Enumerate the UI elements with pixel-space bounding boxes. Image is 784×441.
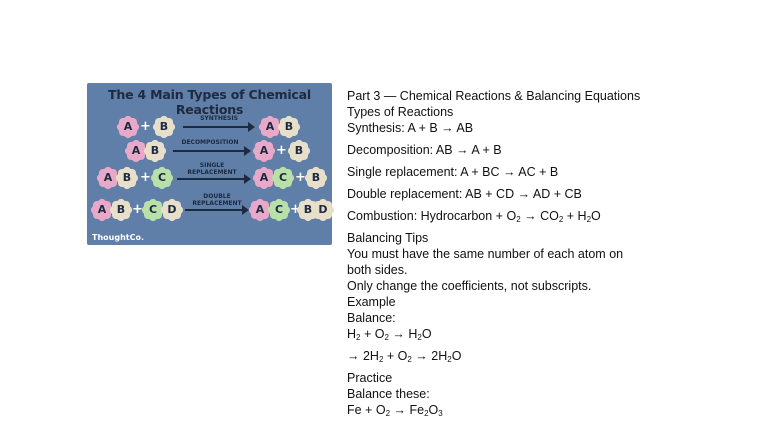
arrow-icon xyxy=(183,122,255,132)
decomposition-row: A B DECOMPOSITION A + B xyxy=(87,137,332,165)
synthesis-line: Synthesis: A + B → AB xyxy=(347,121,474,135)
synthesis-label: SYNTHESIS xyxy=(200,115,238,122)
single-replacement-label: SINGLE REPLACEMENT xyxy=(187,162,237,176)
combustion-line: Combustion: Hydrocarbon + O2 → CO2 + H2O xyxy=(347,209,601,224)
arrow-icon xyxy=(173,146,251,156)
tip-coefficients: Only change the coefficients, not subscr… xyxy=(347,279,592,293)
balance-label: Balance: xyxy=(347,311,396,325)
illustration-title: The 4 Main Types of Chemical Reactions xyxy=(108,87,311,117)
section-heading: Part 3 — Chemical Reactions & Balancing … xyxy=(347,89,641,103)
synthesis-row: A + B SYNTHESIS A B xyxy=(87,113,332,141)
example-equation: H2 + O2 → H2O xyxy=(347,327,432,342)
single-replacement-row: A B + C SINGLE REPLACEMENT A C + B xyxy=(87,162,332,192)
double-replacement-label: DOUBLE REPLACEMENT xyxy=(192,193,242,207)
arrow-icon xyxy=(177,174,251,184)
example-heading: Example xyxy=(347,295,396,309)
tips-heading: Balancing Tips xyxy=(347,231,429,245)
single-replacement-line: Single replacement: A + BC → AC + B xyxy=(347,165,559,179)
balance-these-label: Balance these: xyxy=(347,387,430,401)
decomposition-label: DECOMPOSITION xyxy=(181,139,239,146)
arrow-icon xyxy=(185,205,249,215)
double-replacement-line: Double replacement: AB + CD → AD + CB xyxy=(347,187,582,201)
practice-heading: Practice xyxy=(347,371,393,385)
decomposition-line: Decomposition: AB → A + B xyxy=(347,143,502,157)
tip-same-atoms: You must have the same number of each at… xyxy=(347,247,624,277)
notes-column: Part 3 — Chemical Reactions & Balancing … xyxy=(347,88,647,418)
reaction-types-illustration: The 4 Main Types of Chemical Reactions A… xyxy=(87,83,336,245)
types-heading: Types of Reactions xyxy=(347,105,454,119)
practice-equation: Fe + O2 → Fe2O3 xyxy=(347,403,443,418)
balanced-equation: → 2H2 + O2 → 2H2O xyxy=(347,349,462,364)
thoughtco-logo: ThoughtCo. xyxy=(92,233,144,242)
double-replacement-row: A B + C D DOUBLE REPLACEMENT A C + B D xyxy=(87,193,336,224)
